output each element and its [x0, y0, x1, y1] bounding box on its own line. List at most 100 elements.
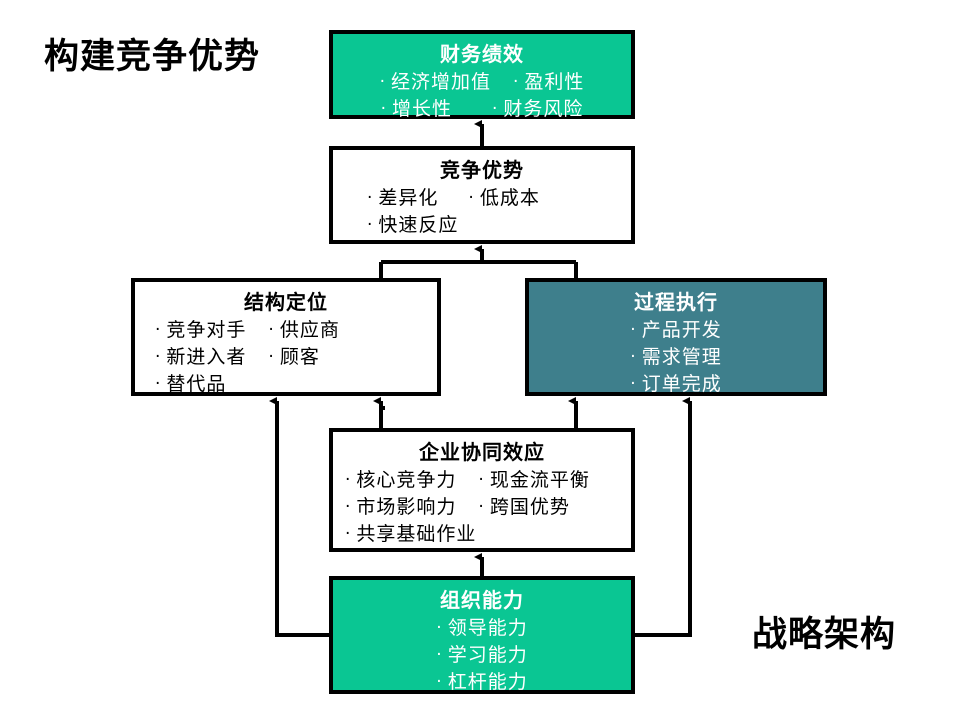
node-row: ·替代品 — [155, 371, 226, 398]
node-body: ·经济增加值 ·盈利性 ·增长性 ·财务风险 — [333, 69, 631, 123]
bullet-label: 跨国优势 — [489, 495, 570, 518]
bullet-dot-icon: · — [367, 188, 374, 209]
node-process-execution[interactable]: 过程执行 ·产品开发 ·需求管理 ·订单完成 — [525, 278, 827, 396]
bullet-dot-icon: · — [436, 672, 443, 693]
bullet-dot-icon: · — [345, 497, 352, 518]
bullet-dot-icon: · — [478, 470, 485, 491]
bullet-label: 增长性 — [391, 97, 452, 120]
bullet-label: 核心竞争力 — [356, 469, 457, 491]
bullet-dot-icon: · — [630, 347, 637, 368]
node-title: 竞争优势 — [440, 158, 524, 182]
bullet-label: 现金流平衡 — [489, 469, 590, 491]
node-row: ·核心竞争力 ·现金流平衡 — [345, 467, 590, 494]
node-competitive-advantage[interactable]: 竞争优势 ·差异化 ·低成本 ·快速反应 — [329, 146, 635, 244]
bullet-dot-icon: · — [513, 72, 520, 93]
node-row: ·新进入者 ·顾客 — [155, 344, 320, 371]
bullet-item: ·领导能力 — [436, 615, 527, 642]
node-title: 组织能力 — [440, 588, 524, 612]
node-body: ·领导能力 ·学习能力 ·杠杆能力 — [333, 615, 631, 696]
node-row: ·需求管理 — [630, 344, 721, 371]
bullet-item: ·盈利性 — [513, 69, 584, 96]
node-row: ·共享基础作业 — [345, 521, 476, 548]
bullet-label: 低成本 — [479, 187, 540, 209]
bullet-item: ·需求管理 — [630, 344, 721, 371]
bullet-item: ·替代品 — [155, 371, 226, 398]
node-title: 结构定位 — [244, 290, 328, 314]
bullet-item: ·跨国优势 — [478, 494, 569, 521]
node-row: ·学习能力 — [436, 642, 527, 669]
bullet-dot-icon: · — [155, 374, 162, 395]
bullet-label: 学习能力 — [447, 643, 528, 666]
bullet-item: ·经济增加值 — [380, 69, 491, 96]
bullet-item: ·快速反应 — [367, 212, 458, 239]
node-title: 财务绩效 — [440, 42, 524, 66]
node-body: ·产品开发 ·需求管理 ·订单完成 — [529, 317, 823, 398]
node-row: ·市场影响力 ·跨国优势 — [345, 494, 570, 521]
node-row: ·产品开发 — [630, 317, 721, 344]
line-capability-to-process — [635, 397, 692, 637]
bullet-dot-icon: · — [155, 347, 162, 368]
bullet-item: ·市场影响力 — [345, 494, 456, 521]
bullet-dot-icon: · — [155, 320, 162, 341]
bullet-dot-icon: · — [478, 497, 485, 518]
bullet-dot-icon: · — [492, 99, 499, 120]
bullet-dot-icon: · — [379, 72, 386, 93]
bullet-dot-icon: · — [630, 374, 637, 395]
bullet-item: ·顾客 — [268, 344, 319, 371]
bullet-item: ·学习能力 — [436, 642, 527, 669]
node-body: ·差异化 ·低成本 ·快速反应 — [333, 185, 631, 239]
bullet-item: ·供应商 — [268, 317, 339, 344]
page-title-left: 构建竞争优势 — [44, 37, 261, 77]
bullet-label: 领导能力 — [447, 617, 528, 639]
node-row: ·杠杆能力 — [436, 669, 527, 696]
bullet-item: ·现金流平衡 — [478, 467, 589, 494]
bullet-label: 共享基础作业 — [356, 522, 477, 545]
bullet-dot-icon: · — [468, 188, 475, 209]
line-capability-to-structure — [269, 397, 329, 637]
bullet-label: 市场影响力 — [356, 495, 457, 518]
bullet-label: 顾客 — [279, 345, 320, 368]
bullet-dot-icon: · — [367, 215, 374, 236]
bullet-item: ·产品开发 — [630, 317, 721, 344]
node-body: ·竞争对手 ·供应商 ·新进入者 ·顾客 ·替代品 — [135, 317, 437, 398]
bullet-item: ·共享基础作业 — [345, 521, 476, 548]
bullet-label: 新进入者 — [166, 345, 247, 368]
bullet-item: ·新进入者 — [155, 344, 246, 371]
node-enterprise-synergy[interactable]: 企业协同效应 ·核心竞争力 ·现金流平衡 ·市场影响力 ·跨国优势 ·共享基础作… — [329, 428, 635, 552]
bullet-label: 快速反应 — [378, 213, 459, 236]
node-body: ·核心竞争力 ·现金流平衡 ·市场影响力 ·跨国优势 ·共享基础作业 — [333, 467, 631, 548]
bullet-label: 产品开发 — [641, 319, 722, 341]
bullet-item: ·增长性 — [381, 96, 452, 123]
bullet-item: ·杠杆能力 — [436, 669, 527, 696]
bullet-label: 盈利性 — [524, 71, 585, 93]
node-organizational-capability[interactable]: 组织能力 ·领导能力 ·学习能力 ·杠杆能力 — [329, 576, 635, 694]
node-financial-performance[interactable]: 财务绩效 ·经济增加值 ·盈利性 ·增长性 ·财务风险 — [329, 30, 635, 120]
node-title: 过程执行 — [634, 290, 718, 314]
bullet-label: 需求管理 — [641, 345, 722, 368]
node-structural-positioning[interactable]: 结构定位 ·竞争对手 ·供应商 ·新进入者 ·顾客 ·替代品 — [131, 278, 441, 396]
node-row: ·经济增加值 ·盈利性 — [380, 69, 585, 96]
bullet-dot-icon: · — [436, 618, 443, 639]
bullet-dot-icon: · — [268, 320, 275, 341]
bullet-dot-icon: · — [345, 524, 352, 545]
line-synergy-to-structure — [379, 406, 385, 428]
bullet-item: ·财务风险 — [492, 96, 583, 123]
bullet-label: 订单完成 — [641, 372, 722, 395]
node-row: ·领导能力 — [436, 615, 527, 642]
bullet-dot-icon: · — [436, 645, 443, 666]
node-row: ·竞争对手 ·供应商 — [155, 317, 340, 344]
bullet-item: ·核心竞争力 — [345, 467, 456, 494]
bullet-dot-icon: · — [345, 470, 352, 491]
page-title-right: 战略架构 — [752, 615, 897, 655]
bullet-item: ·差异化 — [367, 185, 438, 212]
bullet-label: 竞争对手 — [166, 319, 247, 341]
node-row: ·订单完成 — [630, 371, 721, 398]
bullet-dot-icon: · — [380, 99, 387, 120]
node-row: ·快速反应 — [367, 212, 458, 239]
bullet-label: 杠杆能力 — [447, 670, 528, 693]
bullet-label: 供应商 — [279, 319, 340, 341]
bullet-dot-icon: · — [630, 320, 637, 341]
bullet-item: ·订单完成 — [630, 371, 721, 398]
node-row: ·差异化 ·低成本 — [367, 185, 540, 212]
